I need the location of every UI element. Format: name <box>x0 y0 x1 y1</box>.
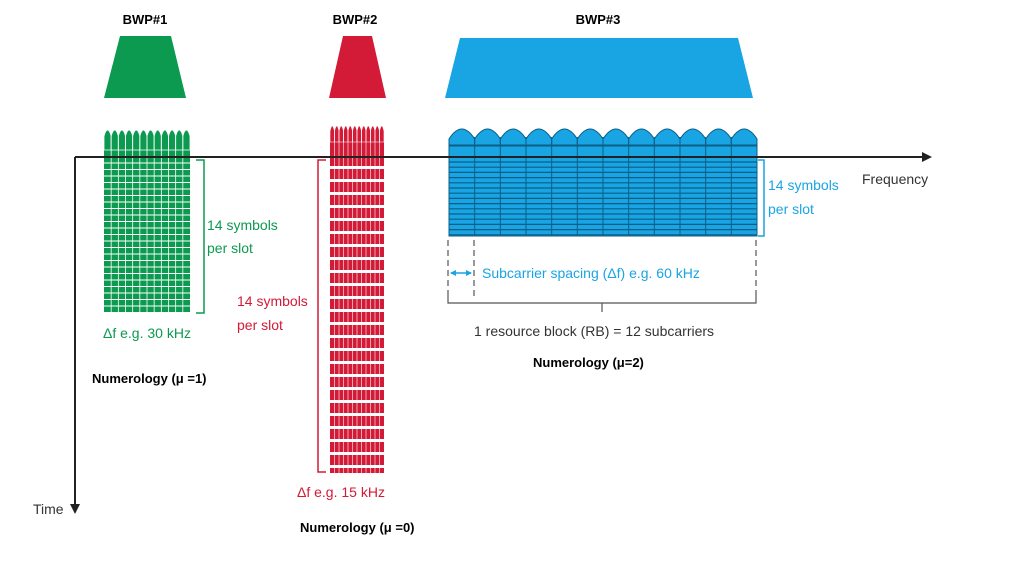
bwp3-symbols-label-line1: 14 symbols <box>768 177 839 193</box>
bwp3-slot-bracket <box>758 159 765 237</box>
bwp3-grid-border <box>448 144 758 237</box>
bwp2-symbols-label-line1: 14 symbols <box>237 293 308 309</box>
bwp2-symbol-gap <box>330 348 384 351</box>
bwp3-subcarrier-cap <box>448 128 476 147</box>
bwp3-subcarrier-cap <box>602 128 630 147</box>
bwp3-subcarrier-cap <box>576 128 604 147</box>
bwp2-symbol-gap <box>330 218 384 221</box>
bwp1-subcarrier-cap <box>160 129 169 151</box>
bwp2-symbol-gap <box>330 257 384 260</box>
bwp3-resource-grid <box>448 128 758 237</box>
bwp3-subcarrier-cap <box>705 128 732 147</box>
bwp2-slot-bracket <box>317 159 326 473</box>
bwp2-subcarrier-cap <box>334 125 340 143</box>
bwp2-symbol-gap <box>330 322 384 325</box>
bwp1-resource-grid <box>103 129 191 313</box>
bwp2-subcarrier-cap <box>370 125 376 143</box>
bwp3-subcarrier-cap <box>628 128 655 147</box>
bwp3-numerology: Numerology (μ=2) <box>533 355 644 370</box>
bwp1-spacing-label: Δf e.g. 30 kHz <box>103 325 191 341</box>
bwp3-rb-label: 1 resource block (RB) = 12 subcarriers <box>474 323 714 339</box>
bwp2-symbol-gap <box>330 231 384 234</box>
bwp2-resource-grid <box>329 125 385 473</box>
bwp3-subcarrier-cap <box>653 128 681 147</box>
bwp1-trapezoid <box>104 36 186 98</box>
bwp2-subcarrier-cap <box>361 125 367 143</box>
bwp1-slot-bracket <box>196 159 205 314</box>
bwp3-subcarrier-cap <box>525 128 553 147</box>
bwp2-symbol-gap <box>330 374 384 377</box>
time-axis-label: Time <box>33 501 64 517</box>
bwp2-trapezoid <box>329 36 386 98</box>
bwp2-symbol-gap <box>330 244 384 247</box>
bwp2-symbol-gap <box>330 439 384 442</box>
bwp2-subcarrier-cap <box>379 125 385 143</box>
bwp3-symbols-label-line2: per slot <box>768 201 814 217</box>
bwp2-symbol-gap <box>330 400 384 403</box>
bwp2-symbol-gap <box>330 361 384 364</box>
bwp2-symbol-gap <box>330 179 384 182</box>
bwp1-subcarrier-cap <box>168 129 177 151</box>
bwp2-symbol-gap <box>330 465 384 468</box>
bwp2-subcarrier-cap <box>343 125 349 143</box>
bwp2-subcarrier-cap <box>356 125 362 143</box>
bwp1-subcarrier-cap <box>103 129 112 151</box>
bwp3-spacing-label: Subcarrier spacing (Δf) e.g. 60 kHz <box>482 265 700 281</box>
bwp2-subcarrier-cap <box>365 125 371 143</box>
bwp3-subcarrier-cap <box>474 128 501 147</box>
bwp1-subcarrier-cap <box>117 129 126 151</box>
bwp2-subcarrier-cap <box>352 125 358 143</box>
bwp2-title: BWP#2 <box>333 12 378 27</box>
bwp2-subcarrier-cap <box>338 125 344 143</box>
frequency-axis-label: Frequency <box>862 171 928 187</box>
bwp1-subcarrier-cap <box>175 129 184 151</box>
bwp2-symbol-gap <box>330 387 384 390</box>
bwp1-subcarrier-cap <box>125 129 134 151</box>
bwp1-symbols-label-line2: per slot <box>207 240 253 256</box>
bwp1-title: BWP#1 <box>123 12 168 27</box>
bwp2-symbol-gap <box>330 335 384 338</box>
bwp1-subcarrier-cap <box>110 129 119 151</box>
bwp2-symbol-gap <box>330 309 384 312</box>
bwp2-subcarrier-cap <box>374 125 380 143</box>
bwp2-subcarrier-cap <box>329 125 335 143</box>
bwp2-symbol-gap <box>330 426 384 429</box>
bwp3-subcarrier-cap <box>679 128 707 147</box>
rb-bracket <box>447 296 757 304</box>
bwp2-symbol-gap <box>330 452 384 455</box>
bwp2-symbol-gap <box>330 413 384 416</box>
bwp2-symbol-gap <box>330 296 384 299</box>
bwp2-symbol-gap <box>330 270 384 273</box>
bwp2-symbol-gap <box>330 166 384 169</box>
bwp2-symbol-gap <box>330 283 384 286</box>
bwp1-subcarrier-cap <box>182 129 191 151</box>
bwp1-symbols-label-line1: 14 symbols <box>207 217 278 233</box>
bwp3-subcarrier-cap <box>499 128 527 147</box>
bwp1-subcarrier-cap <box>132 129 141 151</box>
bwp2-symbols-label-line2: per slot <box>237 317 283 333</box>
bwp2-numerology: Numerology (μ =0) <box>300 520 415 535</box>
bwp3-subcarrier-cap <box>551 128 578 147</box>
bwp2-spacing-label: Δf e.g. 15 kHz <box>297 484 385 500</box>
bwp3-subcarrier-cap <box>730 128 758 147</box>
bwp1-subcarrier-cap <box>153 129 162 151</box>
bwp3-title: BWP#3 <box>576 12 621 27</box>
bwp1-subcarrier-cap <box>146 129 155 151</box>
bwp2-symbol-gap <box>330 192 384 195</box>
bwp1-numerology: Numerology (μ =1) <box>92 371 207 386</box>
bwp1-subcarrier-cap <box>139 129 148 151</box>
bwp3-trapezoid <box>445 38 753 98</box>
bwp2-symbol-gap <box>330 205 384 208</box>
bwp2-subcarrier-cap <box>347 125 353 143</box>
